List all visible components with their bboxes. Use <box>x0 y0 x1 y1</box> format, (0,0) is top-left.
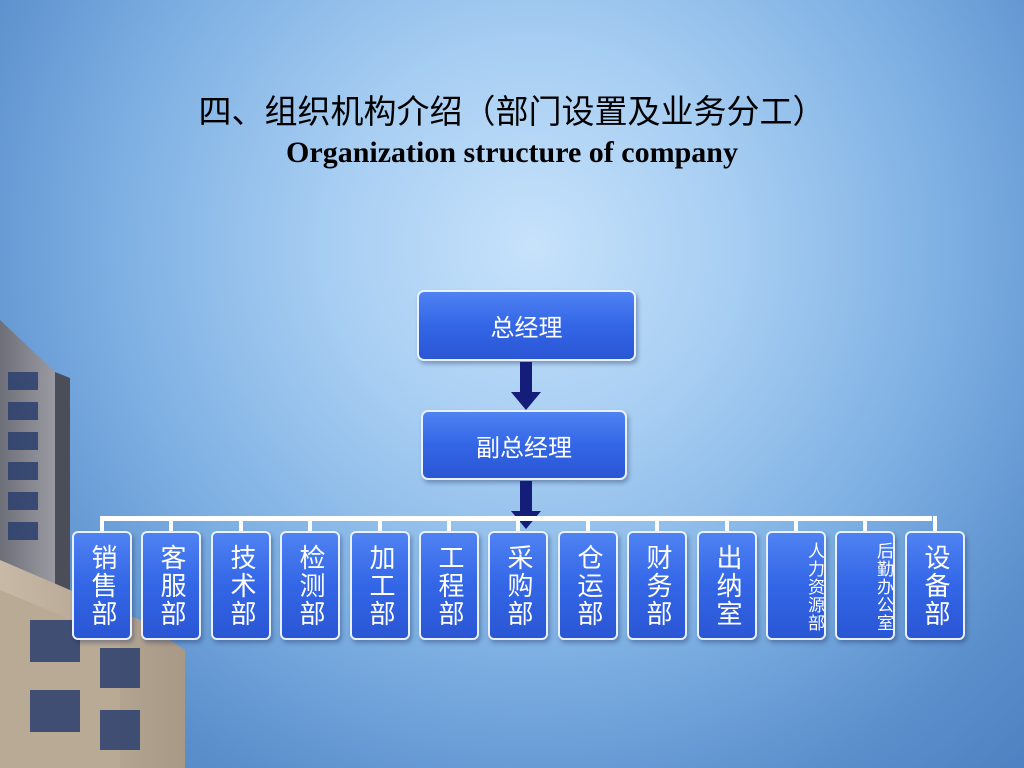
title-chinese: 四、组织机构介绍（部门设置及业务分工） <box>198 92 826 131</box>
department-box: 销售部 <box>72 531 132 640</box>
connector-tick <box>447 516 451 532</box>
connector-tick <box>933 516 937 532</box>
title-english: Organization structure of company <box>286 136 738 169</box>
department-box: 工程部 <box>419 531 479 640</box>
department-box: 技术部 <box>211 531 271 640</box>
department-box: 仓运部 <box>558 531 618 640</box>
connector-tick <box>725 516 729 532</box>
department-box: 后勤办公室 <box>835 531 895 640</box>
connector-tick <box>655 516 659 532</box>
department-box: 设备部 <box>905 531 965 640</box>
department-box: 客服部 <box>141 531 201 640</box>
department-box: 采购部 <box>488 531 548 640</box>
connector-tick <box>378 516 382 532</box>
deputy-manager-box: 副总经理 <box>421 410 627 480</box>
arrow-down-icon <box>511 362 541 412</box>
slide-title: 四、组织机构介绍（部门设置及业务分工） Organization structu… <box>0 92 1024 172</box>
connector-tick <box>169 516 173 532</box>
department-box: 出纳室 <box>697 531 757 640</box>
department-box: 财务部 <box>627 531 687 640</box>
department-box: 检测部 <box>280 531 340 640</box>
connector-tick <box>100 516 104 532</box>
connector-tick <box>794 516 798 532</box>
connector-tick <box>516 516 520 532</box>
connector-tick <box>863 516 867 532</box>
general-manager-box: 总经理 <box>417 290 636 361</box>
department-box: 人力资源部 <box>766 531 826 640</box>
department-box: 加工部 <box>350 531 410 640</box>
connector-tick <box>586 516 590 532</box>
connector-tick <box>239 516 243 532</box>
connector-tick <box>308 516 312 532</box>
